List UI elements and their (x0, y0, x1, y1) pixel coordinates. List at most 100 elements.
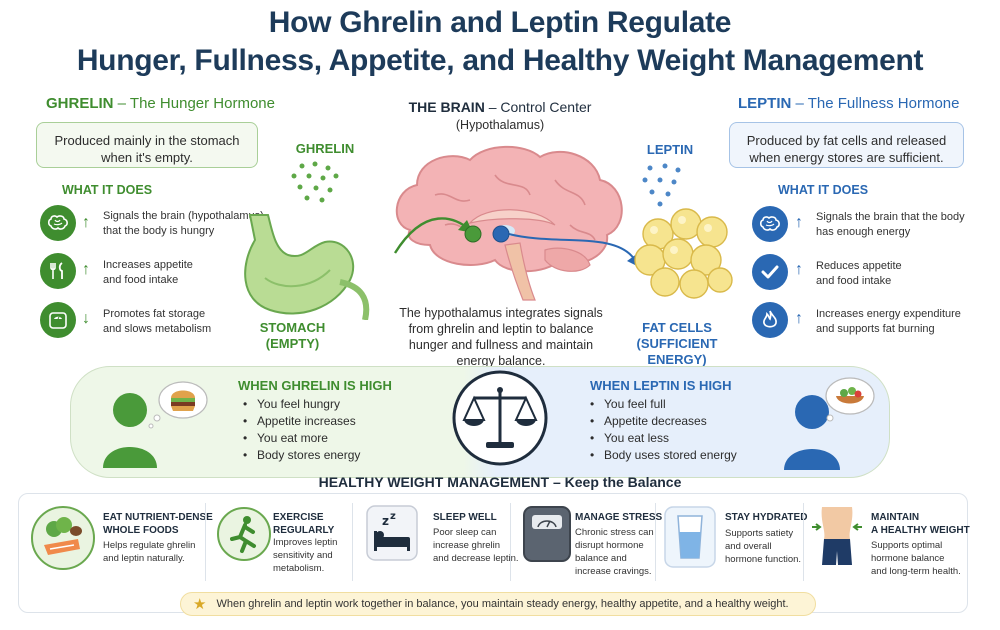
leptin-item-line: Increases energy expenditure (816, 308, 961, 320)
fat-cells-illustration (634, 163, 733, 299)
ghrelin-subheading: – The Hunger Hormone (117, 95, 275, 112)
ghrelin-item-line: and food intake (103, 274, 179, 286)
tip-title-line: WHOLE FOODS (103, 525, 179, 536)
up-arrow-icon: ↑ (795, 310, 803, 327)
down-arrow-icon: ↓ (82, 310, 90, 327)
ghrelin-item-line: Increases appetite (103, 259, 193, 271)
scale-icon (523, 506, 571, 562)
tip-title: EAT NUTRIENT-DENSE WHOLE FOODS (103, 511, 213, 537)
ghrelin-heading: GHRELIN – The Hunger Hormone (46, 95, 275, 112)
tip-text: Supports optimal hormone balance and lon… (871, 539, 961, 578)
brain-heading-label: THE BRAIN (408, 99, 485, 115)
tip-title: MANAGE STRESS (575, 511, 662, 524)
leptin-item-text: Reduces appetite and food intake (816, 259, 902, 289)
leptin-item-line: and supports fat burning (816, 323, 935, 335)
tip-text-line: and decrease leptin. (433, 553, 519, 564)
leptin-item-line: and food intake (816, 275, 892, 287)
ghrelin-item-text: Increases appetite and food intake (103, 258, 193, 288)
ghrelin-high-heading: WHEN GHRELIN IS HIGH (238, 378, 392, 393)
leptin-source-line: when energy stores are sufficient. (749, 150, 944, 165)
leptin-subheading: – The Fullness Hormone (795, 95, 960, 112)
tip-text-line: Improves leptin (273, 537, 338, 548)
up-arrow-icon: ↑ (795, 261, 803, 278)
ghrelin-what-it-does: WHAT IT DOES (62, 183, 153, 197)
healthy-heading: HEALTHY WEIGHT MANAGEMENT – Keep the Bal… (0, 474, 1000, 490)
list-item: You feel full (590, 396, 737, 413)
page-subtitle: Hunger, Fullness, Appetite, and Healthy … (76, 44, 924, 77)
ghrelin-source-line: Produced mainly in the stomach (54, 133, 240, 148)
tip-text-line: Supports satiety (725, 528, 794, 539)
stomach-illustration (244, 161, 370, 320)
brain-illustration (393, 145, 641, 301)
leptin-item-line: Signals the brain that the body (816, 211, 965, 223)
leptin-item-text: Signals the brain that the body has enou… (816, 210, 965, 240)
footer-text: When ghrelin and leptin work together in… (216, 598, 789, 610)
tip-text-line: increase ghrelin (433, 540, 501, 551)
tip-title-line: MANAGE STRESS (575, 512, 663, 523)
ghrelin-item-line: and slows metabolism (103, 323, 212, 335)
brain-icon (40, 205, 76, 241)
leptin-item-text: Increases energy expenditure and support… (816, 307, 961, 337)
tip-text: Poor sleep can increase ghrelin and decr… (433, 526, 519, 565)
tip-text-line: and long-term health. (871, 566, 961, 577)
ghrelin-source-box: Produced mainly in the stomach when it's… (36, 122, 258, 168)
leptin-high-heading: WHEN LEPTIN IS HIGH (590, 378, 732, 393)
list-item: You eat less (590, 430, 737, 447)
brain-description-line: hunger and fullness and maintain (408, 338, 594, 352)
tip-text-line: and overall (725, 541, 772, 552)
leptin-item-line: Reduces appetite (816, 260, 902, 272)
tip-text-line: Supports optimal (871, 540, 943, 551)
tip-divider (510, 503, 511, 581)
list-item: Appetite increases (243, 413, 360, 430)
healthy-heading-label: HEALTHY WEIGHT MANAGEMENT (318, 474, 550, 490)
ghrelin-item-text: Signals the brain (hypothalamus) that th… (103, 209, 264, 239)
balance-footer: ★ When ghrelin and leptin work together … (180, 592, 816, 616)
brain-subheading2: (Hypothalamus) (455, 118, 545, 132)
tip-title: MAINTAIN A HEALTHY WEIGHT (871, 511, 970, 537)
ghrelin-item-line: Promotes fat storage (103, 308, 206, 320)
tip-text-line: Helps regulate ghrelin (103, 540, 196, 551)
tip-text-line: increase cravings. (575, 566, 652, 577)
ghrelin-source-line: when it's empty. (101, 150, 193, 165)
balance-scale-icon (452, 370, 548, 466)
tip-divider (803, 503, 804, 581)
tip-title-line: EAT NUTRIENT-DENSE (103, 512, 213, 523)
leptin-label: LEPTIN (646, 142, 694, 157)
full-person-illustration (784, 377, 875, 470)
tip-divider (655, 503, 656, 581)
up-arrow-icon: ↑ (82, 261, 90, 278)
brain-heading: THE BRAIN – Control Center (380, 99, 620, 115)
tip-title-line: STAY HYDRATED (725, 512, 808, 523)
tip-title-line: REGULARLY (273, 525, 335, 536)
list-item: Body stores energy (243, 447, 360, 464)
fork-knife-icon (40, 253, 76, 289)
leptin-source-box: Produced by fat cells and released when … (729, 122, 964, 168)
ghrelin-label: GHRELIN (295, 141, 355, 156)
svg-text:z: z (382, 514, 389, 528)
tip-title-line: EXERCISE (273, 512, 324, 523)
fat-cells-label-line: FAT CELLS (642, 320, 712, 335)
leptin-source-line: Produced by fat cells and released (746, 133, 947, 148)
star-icon: ★ (193, 596, 207, 613)
tip-text-line: Chronic stress can (575, 527, 654, 538)
tip-text: Improves leptin sensitivity and metaboli… (273, 536, 337, 575)
tip-text-line: hormone balance (871, 553, 945, 564)
list-item: You feel hungry (243, 396, 360, 413)
tip-text-line: sensitivity and (273, 550, 333, 561)
brain-description: The hypothalamus integrates signals from… (396, 305, 606, 369)
tip-text-line: balance and (575, 553, 627, 564)
stomach-label-line: (EMPTY) (265, 336, 320, 351)
leptin-what-it-does: WHAT IT DOES (778, 183, 869, 197)
tip-text-line: hormone function. (725, 554, 802, 565)
healthy-subheading: – Keep the Balance (552, 474, 682, 490)
stomach-label-line: STOMACH (259, 320, 326, 335)
tip-text-line: disrupt hormone (575, 540, 644, 551)
leptin-item-line: has enough energy (816, 226, 911, 238)
list-item: Body uses stored energy (590, 447, 737, 464)
tip-title: SLEEP WELL (433, 511, 497, 524)
tip-title: EXERCISE REGULARLY (273, 511, 334, 537)
page-title: How Ghrelin and Leptin Regulate (268, 6, 732, 39)
tip-text: Chronic stress can disrupt hormone balan… (575, 526, 654, 578)
runner-icon (217, 507, 271, 561)
scale-icon (40, 302, 76, 338)
